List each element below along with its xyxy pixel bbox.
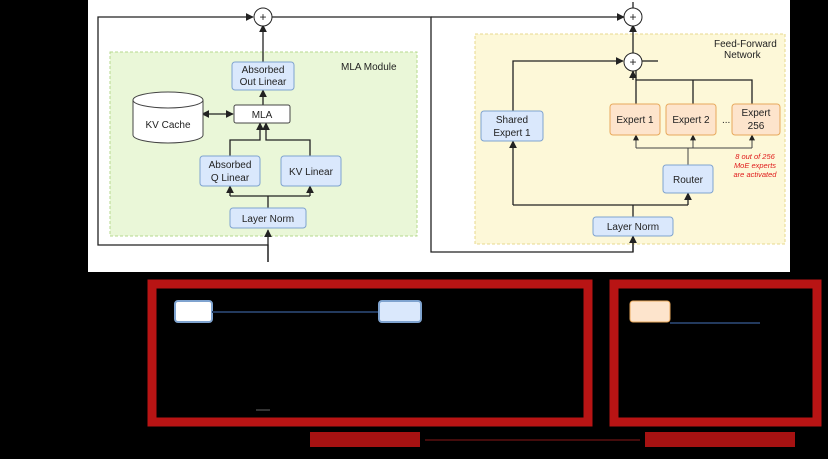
router-box xyxy=(662,164,714,194)
expert-sum-add-symbol: + xyxy=(629,55,636,69)
absorbed-out-linear-box xyxy=(231,61,295,91)
mla-residual-add xyxy=(253,7,273,27)
activation-note-line3: are activated xyxy=(734,170,778,179)
right-red-frame xyxy=(609,279,822,427)
mla-residual-add-symbol: + xyxy=(259,10,266,24)
expert-2-label: Expert 2 xyxy=(672,115,710,126)
mla-box xyxy=(233,104,291,124)
expert-256-box xyxy=(731,103,781,136)
absorbed-q-linear-box xyxy=(199,155,261,187)
kv-cache-cylinder xyxy=(132,91,204,144)
ffn-layer-norm-label: Layer Norm xyxy=(607,222,659,233)
mla-module-title: MLA Module xyxy=(341,62,397,73)
activation-note-line2: MoE experts xyxy=(734,161,776,170)
lower-frames xyxy=(147,279,822,447)
ffn-title-line1: Feed-Forward xyxy=(714,39,777,50)
left-blue-box xyxy=(378,300,422,323)
left-white-box xyxy=(174,300,213,323)
absorbed-q-linear-label-1: Absorbed xyxy=(209,160,252,171)
shared-expert-label-2: Expert 1 xyxy=(493,128,531,139)
experts-ellipsis: ... xyxy=(722,115,730,126)
mla-box-label: MLA xyxy=(252,110,273,121)
expert-sum-add xyxy=(623,52,643,72)
expert-1-box xyxy=(609,103,661,136)
ffn-residual-add xyxy=(623,7,643,27)
ffn-layer-norm-box xyxy=(592,216,674,237)
router-label: Router xyxy=(673,175,704,186)
absorbed-q-linear-label-2: Q Linear xyxy=(211,173,250,184)
mla-layer-norm-label: Layer Norm xyxy=(242,214,294,225)
shared-expert-label-1: Shared xyxy=(496,115,528,126)
right-red-label xyxy=(645,432,795,447)
left-red-frame xyxy=(147,279,593,427)
expert-1-label: Expert 1 xyxy=(616,115,654,126)
mla-layer-norm-box xyxy=(229,207,307,229)
expert-256-label-1: Expert xyxy=(742,108,771,119)
activation-note-line1: 8 out of 256 xyxy=(735,152,775,161)
absorbed-out-linear-label-1: Absorbed xyxy=(242,65,285,76)
left-red-label xyxy=(310,432,420,447)
kv-cache-label: KV Cache xyxy=(145,120,190,131)
ffn-title-line2: Network xyxy=(724,50,762,61)
kv-linear-box xyxy=(280,155,342,187)
right-orange-box xyxy=(629,300,671,323)
expert-256-label-2: 256 xyxy=(748,121,765,132)
absorbed-out-linear-label-2: Out Linear xyxy=(240,77,287,88)
kv-linear-label: KV Linear xyxy=(289,167,334,178)
shared-expert-box xyxy=(480,110,544,142)
architecture-diagram: MLA Module Feed-Forward Network Absorbed… xyxy=(88,0,790,272)
expert-2-box xyxy=(665,103,717,136)
ffn-residual-add-symbol: + xyxy=(629,10,636,24)
